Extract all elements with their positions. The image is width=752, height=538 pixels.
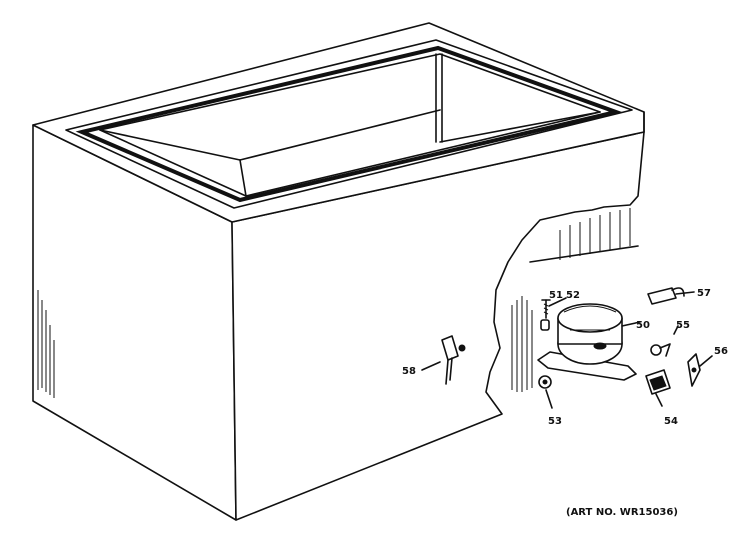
callouts: 50 51 52 53 54 55 56 57 58 (ART NO. WR15…	[402, 288, 728, 518]
cabinet-front-panel	[231, 131, 645, 521]
callout-50: 50	[636, 320, 650, 331]
cabinet	[32, 22, 645, 521]
compressor-base-plate	[537, 351, 637, 381]
callout-55: 55	[676, 320, 690, 331]
cutaway-shading	[511, 208, 639, 392]
part-54-relay	[645, 369, 671, 407]
callout-51: 51	[549, 290, 563, 301]
part-57-harness	[647, 287, 695, 305]
side-shading	[37, 290, 55, 398]
compressor-dome	[557, 303, 623, 333]
callout-56: 56	[714, 346, 728, 357]
callout-53: 53	[548, 416, 562, 427]
part-50-compressor	[537, 303, 641, 381]
part-53-grommet	[538, 375, 553, 409]
callout-58: 58	[402, 366, 416, 377]
part-56-cover	[687, 353, 713, 387]
part-51-bolt	[541, 299, 551, 319]
part-52-grommet	[540, 297, 567, 331]
part-58-control	[421, 335, 466, 385]
art-number: (ART NO. WR15036)	[566, 507, 678, 518]
part-55-clip	[650, 325, 679, 357]
callout-57: 57	[697, 288, 711, 299]
liner-edge	[75, 45, 624, 203]
breaker-strip-outer	[65, 39, 633, 209]
callout-52: 52	[566, 290, 580, 301]
callout-54: 54	[664, 416, 678, 427]
